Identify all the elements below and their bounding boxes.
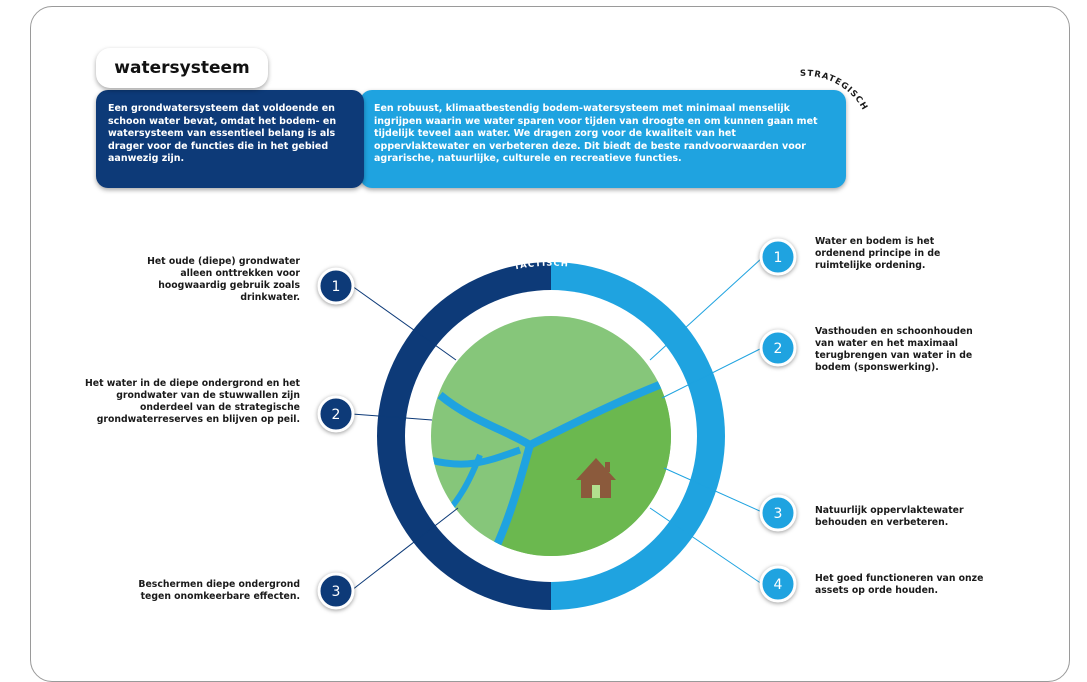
left-item-1-text: Het oude (diepe) grondwater alleen onttr…: [147, 256, 300, 303]
svg-text:4: 4: [774, 577, 783, 593]
badge-left-1: 1: [317, 267, 355, 305]
svg-text:1: 1: [774, 250, 783, 266]
connector-right-2: [661, 347, 763, 399]
house-icon: [576, 458, 616, 498]
badge-right-1: 1: [759, 238, 797, 276]
svg-text:3: 3: [332, 584, 341, 600]
strategic-goal-box-light: Een robuust, klimaatbestendig bodem-wate…: [360, 90, 846, 188]
right-item-3-text: Natuurlijk oppervlaktewater behouden en …: [815, 505, 964, 528]
connector-right-4: [649, 507, 763, 585]
diagram-svg: STRATEGISCH TACTISCH 1 2 3: [317, 69, 869, 610]
connector-right-1: [649, 257, 763, 361]
badge-right-3: 3: [759, 494, 797, 532]
left-item-2-text: Het water in de diepe ondergrond en het …: [85, 378, 300, 425]
connector-right-3: [663, 467, 763, 513]
connector-left-1: [351, 285, 457, 361]
page-title: watersysteem: [96, 48, 268, 88]
badge-left-2: 2: [317, 395, 355, 433]
strategic-goal-box-dark: Een grondwatersysteem dat voldoende en s…: [96, 90, 364, 188]
right-item-1-text: Water en bodem is het ordenend principe …: [815, 236, 941, 271]
svg-text:2: 2: [774, 341, 783, 357]
svg-text:3: 3: [774, 506, 783, 522]
badge-right-2: 2: [759, 329, 797, 367]
badge-right-4: 4: [759, 565, 797, 603]
left-item-3-text: Beschermen diepe ondergrond tegen onomke…: [138, 579, 300, 602]
connector-left-2: [351, 413, 433, 421]
right-item-4-text: Het goed functioneren van onze assets op…: [815, 573, 984, 596]
river-main: [437, 366, 671, 450]
badge-left-3: 3: [317, 572, 355, 610]
right-item-2-text: Vasthouden en schoonhouden van water en …: [815, 326, 973, 373]
connector-left-3: [351, 507, 459, 591]
svg-text:1: 1: [332, 279, 341, 295]
landscape: [431, 316, 671, 556]
svg-text:2: 2: [332, 407, 341, 423]
